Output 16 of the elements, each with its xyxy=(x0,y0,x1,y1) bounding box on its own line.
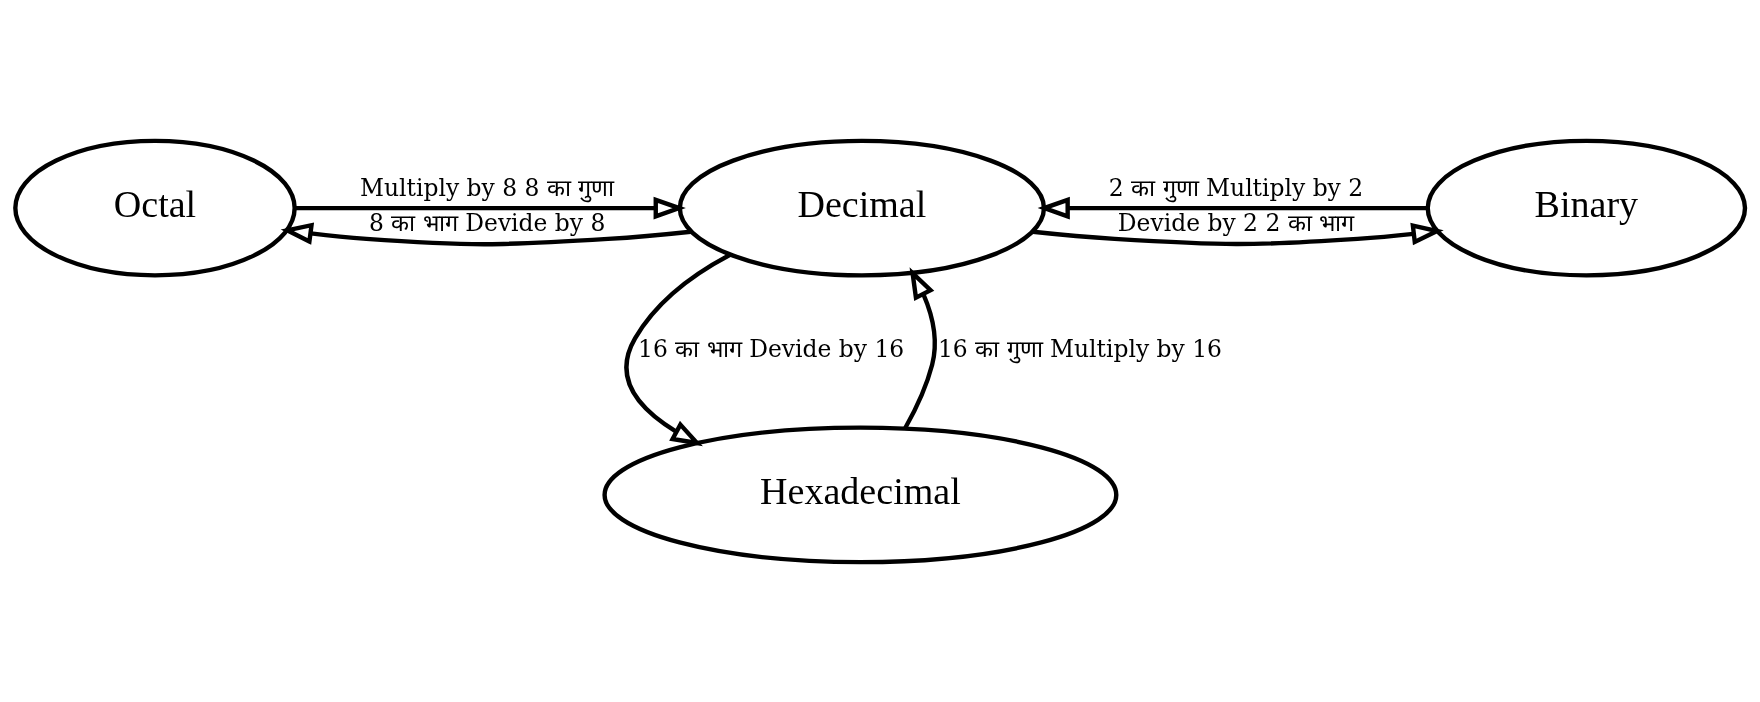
arrow xyxy=(1037,196,1429,219)
arrow xyxy=(903,266,937,429)
node-ellipse: Hexadecimal xyxy=(602,424,1119,564)
edge-label: 16 का भाग Devide by 16 xyxy=(638,334,905,363)
node-ellipse: Binary xyxy=(1425,138,1748,278)
arrow xyxy=(280,221,691,246)
edge-label: 2 का गुणा Multiply by 2 xyxy=(1108,173,1364,202)
edge-label: 16 का गुणा Multiply by 16 xyxy=(937,334,1223,363)
edge-label: Multiply by 8 8 का गुणा xyxy=(360,173,615,202)
arrow xyxy=(624,252,732,446)
arrow xyxy=(295,196,686,219)
node-ellipse: Octal xyxy=(13,138,297,278)
edge-label: Devide by 2 2 का भाग xyxy=(1117,208,1355,237)
arrow xyxy=(1032,222,1444,246)
edge-label: 8 का भाग Devide by 8 xyxy=(369,208,606,237)
node-ellipse: Decimal xyxy=(677,138,1047,278)
